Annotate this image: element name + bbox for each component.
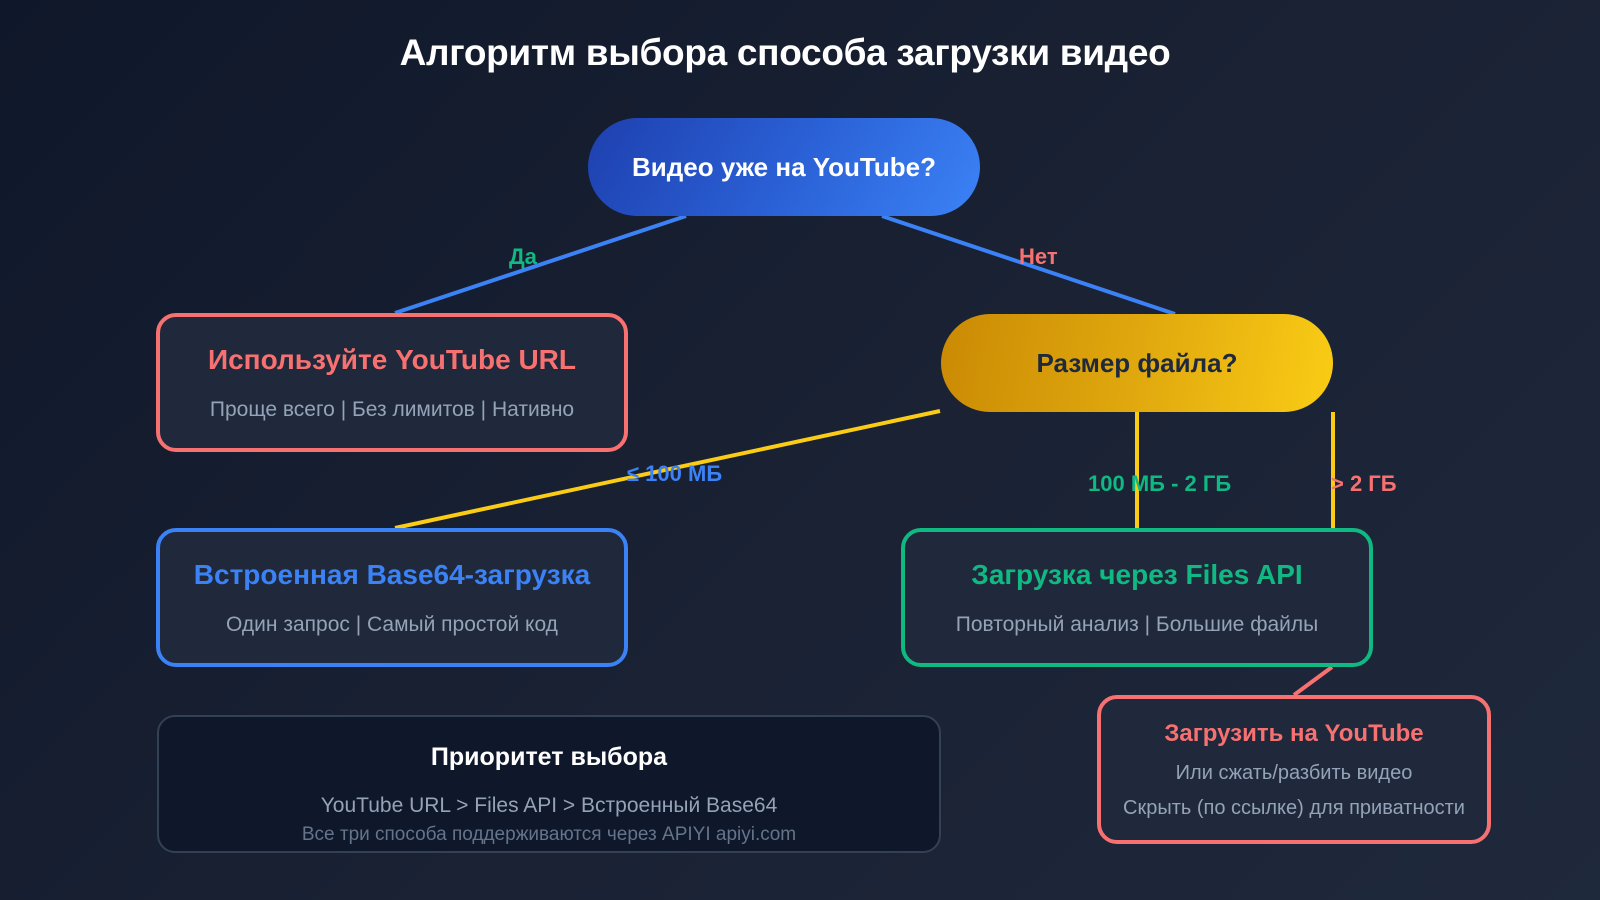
priority-order: YouTube URL > Files API > Встроенный Bas… [320, 794, 778, 817]
result-subtitle: Один запрос | Самый простой код [226, 612, 558, 636]
result-subtitle: Повторный анализ | Большие файлы [955, 612, 1319, 636]
result-line-1: Или сжать/разбить видео [1175, 761, 1413, 784]
edge-label-medium: 100 МБ - 2 ГБ [1088, 471, 1232, 496]
edge-label-no: Нет [1019, 244, 1058, 269]
edge-small-line [394, 409, 941, 530]
result-title: Используйте YouTube URL [207, 343, 577, 375]
decision-label: Размер файла? [1036, 347, 1238, 378]
priority-panel: Приоритет выбора YouTube URL > Files API… [157, 715, 941, 853]
edge-yes-line [394, 214, 687, 315]
decision-file-size: Размер файла? [941, 314, 1333, 412]
edge-files-to-upload-line [1292, 665, 1334, 697]
result-title: Встроенная Base64-загрузка [193, 558, 591, 590]
edge-label-yes: Да [509, 244, 537, 269]
result-title: Загрузить на YouTube [1164, 719, 1424, 747]
priority-title: Приоритет выбора [430, 743, 668, 771]
result-subtitle: Проще всего | Без лимитов | Нативно [209, 397, 575, 421]
edge-label-large: > 2 ГБ [1331, 471, 1397, 496]
edge-no-line [881, 214, 1176, 316]
result-upload-youtube: Загрузить на YouTube Или сжать/разбить в… [1097, 695, 1491, 844]
result-base64: Встроенная Base64-загрузка Один запрос |… [156, 528, 628, 667]
result-line-2: Скрыть (по ссылке) для приватности [1123, 796, 1465, 819]
priority-note: Все три способа поддерживаются через API… [301, 824, 797, 845]
page-title: Алгоритм выбора способа загрузки видео [399, 32, 1171, 73]
result-title: Загрузка через Files API [971, 558, 1303, 590]
decision-label: Видео уже на YouTube? [631, 151, 936, 182]
decision-video-on-youtube: Видео уже на YouTube? [588, 118, 980, 216]
result-files-api: Загрузка через Files API Повторный анали… [901, 528, 1373, 667]
edge-label-small: ≤ 100 МБ [627, 461, 723, 486]
result-youtube-url: Используйте YouTube URL Проще всего | Бе… [156, 313, 628, 452]
